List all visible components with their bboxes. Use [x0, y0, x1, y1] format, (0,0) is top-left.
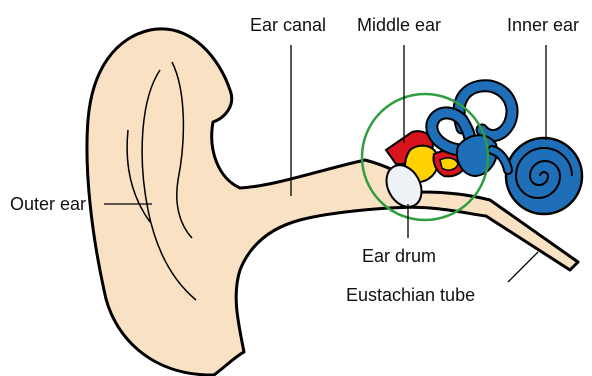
vestibule [457, 135, 497, 176]
label-outer-ear: Outer ear [10, 194, 86, 214]
leader-line-eustachian-tube [508, 252, 538, 282]
outer-ear-and-canal [87, 29, 578, 375]
cochlea [506, 138, 582, 214]
label-eustachian-tube: Eustachian tube [346, 285, 475, 305]
label-inner-ear: Inner ear [507, 15, 579, 35]
label-ear-drum: Ear drum [362, 246, 436, 266]
label-middle-ear: Middle ear [357, 15, 441, 35]
stapes-footplate [440, 158, 458, 170]
label-ear-canal: Ear canal [250, 15, 326, 35]
